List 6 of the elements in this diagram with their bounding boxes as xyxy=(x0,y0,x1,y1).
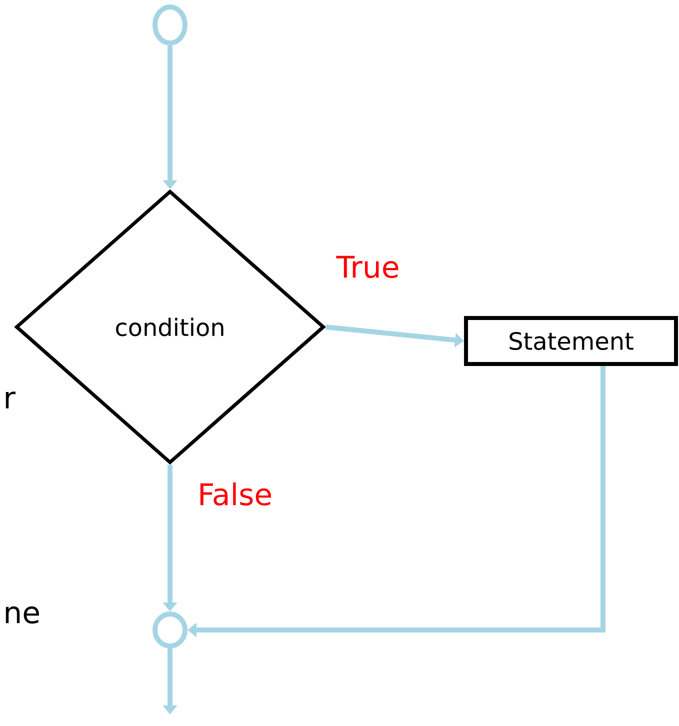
connector-circle xyxy=(152,612,188,648)
text-fragment: ne xyxy=(6,606,39,624)
edge-label: False xyxy=(196,481,274,507)
connector-circle xyxy=(152,4,188,46)
edge-label: True xyxy=(335,254,401,280)
process-box: Statement xyxy=(464,316,678,366)
